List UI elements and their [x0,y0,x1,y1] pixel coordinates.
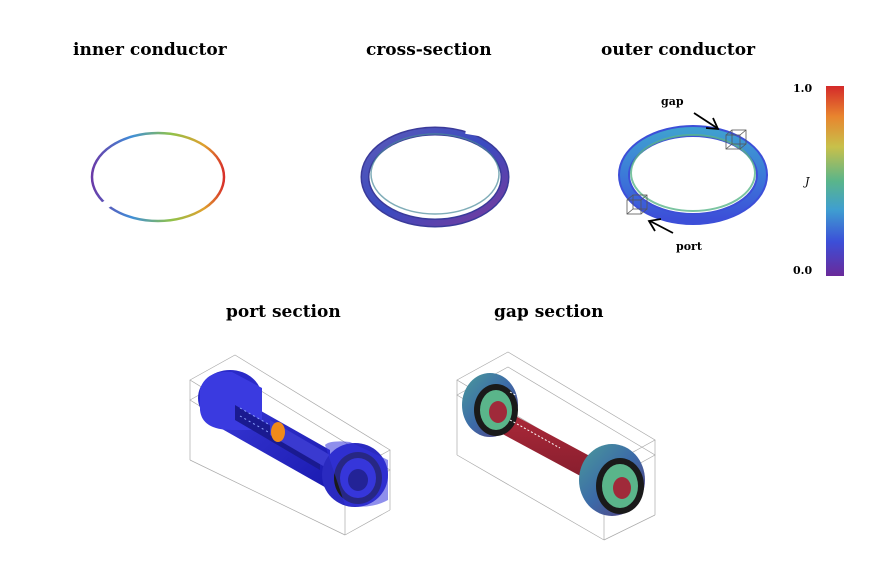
port-annotation: port [676,240,702,253]
port-section-view [189,354,391,536]
colorbar-symbol: J [805,175,810,188]
gap-section-view [456,351,656,541]
panel-title-outer-conductor: outer conductor [601,40,756,60]
inner-conductor-ring [90,131,226,223]
cross-section-ring [360,124,510,228]
panel-title-port-section: port section [226,302,341,322]
outer-conductor-ring [618,112,768,234]
gap-marker-box [725,129,747,150]
gap-annotation: gap [661,95,684,108]
colorbar [826,86,844,276]
port-marker-box [626,194,648,215]
gap-arrow [693,112,720,131]
panel-title-cross-section: cross-section [366,40,492,60]
colorbar-min-label: 0.0 [793,264,813,277]
panel-title-inner-conductor: inner conductor [73,40,227,60]
colorbar-max-label: 1.0 [793,82,813,95]
port-arrow [647,218,674,234]
panel-title-gap-section: gap section [494,302,604,322]
